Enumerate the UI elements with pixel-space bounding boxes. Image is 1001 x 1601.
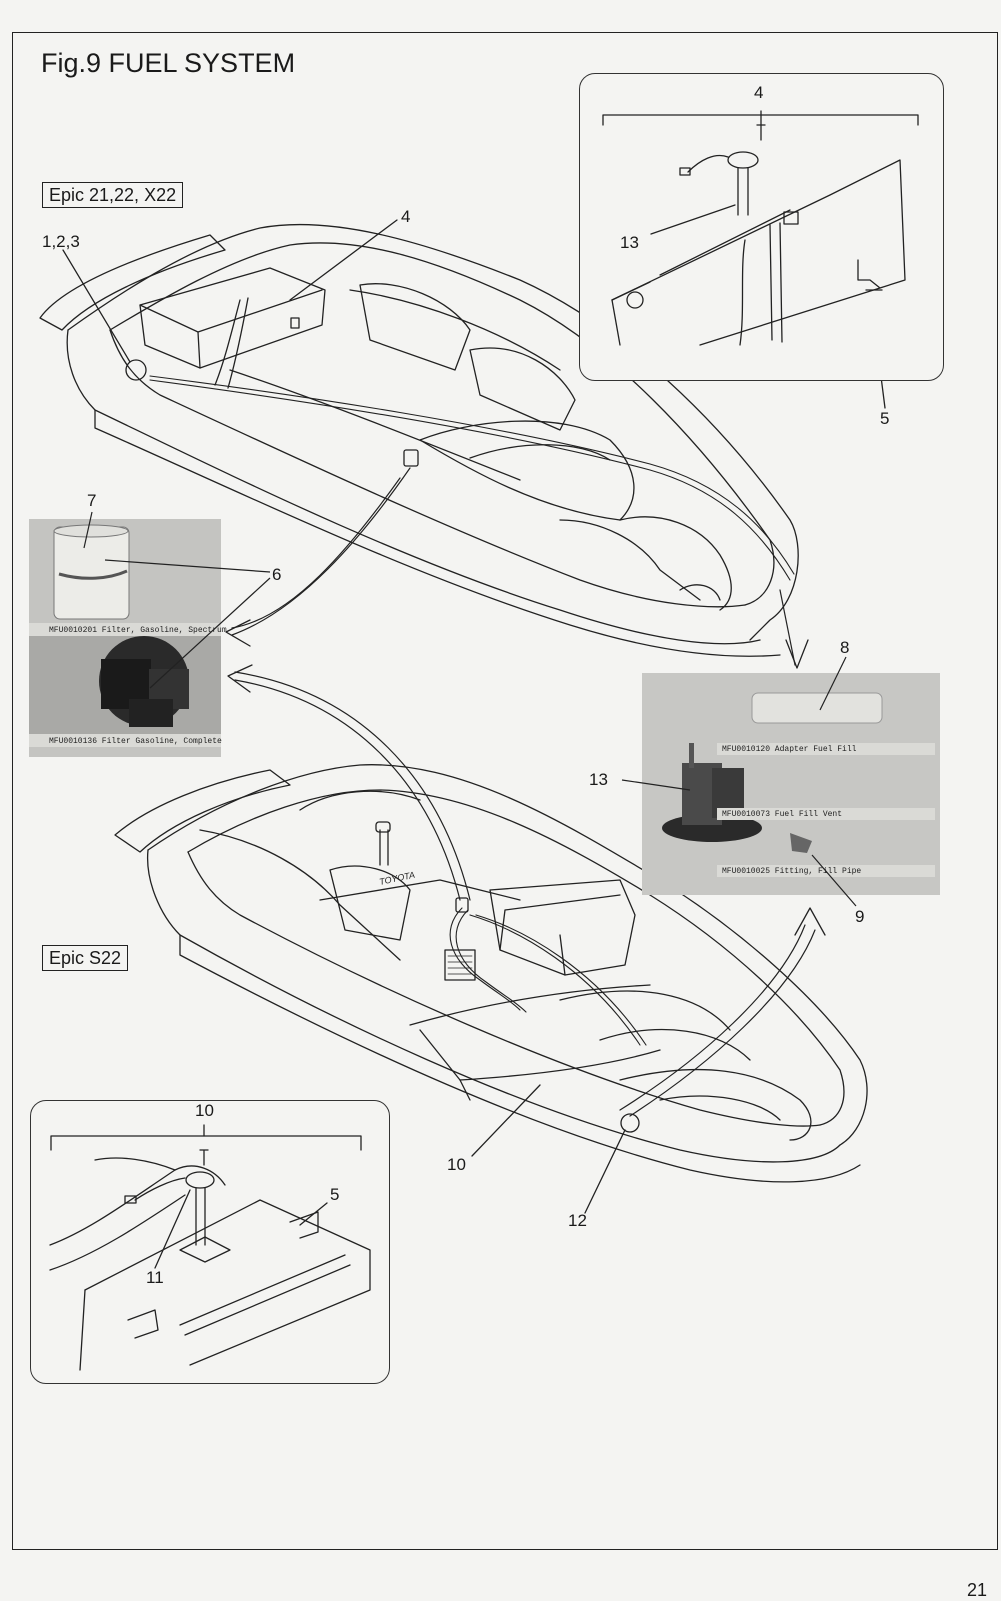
callout-9: 9 [855,907,865,926]
callout-5-inset: 5 [880,409,890,428]
callout-10-inset: 10 [195,1101,214,1120]
callout-13-photo: 13 [589,770,608,789]
fitting-caption-bottom: MFU0010025 Fitting, Fill Pipe [722,867,862,876]
fitting-caption-top: MFU0010120 Adapter Fuel Fill [722,745,857,754]
callout-1-2-3: 1,2,3 [42,232,80,251]
callout-12: 12 [568,1211,587,1230]
lower-boat-drawing [114,764,868,1183]
callout-5-bottom-inset: 5 [330,1185,340,1204]
fitting-caption-mid: MFU0010073 Fuel Fill Vent [722,810,843,819]
filter-photo-art [29,519,221,757]
model-label-lower: Epic S22 [42,945,129,971]
page-number: 21 [966,1580,987,1600]
callout-13-inset: 13 [620,233,639,252]
callout-4-upper: 4 [401,207,411,226]
callout-6: 6 [272,565,282,584]
filter-caption-bottom: MFU0010136 Filter Gasoline, Complete [49,737,222,746]
callout-8: 8 [840,638,850,657]
figure-frame [12,32,998,1550]
model-label-upper: Epic 21,22, X22 [42,182,184,208]
upper-boat-drawing [39,223,799,657]
callout-10-lower: 10 [447,1155,466,1174]
bottom-inset-panel [30,1100,390,1384]
leader-10-lower [471,1084,541,1157]
callout-11: 11 [146,1268,164,1287]
leader-4-upper [289,219,398,301]
leader-1-2-3 [62,249,131,363]
callout-7: 7 [87,491,97,510]
top-inset-panel [579,73,944,381]
figure-title: Fig.9 FUEL SYSTEM [41,48,296,78]
filter-caption-top: MFU0010201 Filter, Gasoline, Spectrum [49,626,227,635]
callout-4-inset: 4 [754,83,764,102]
filter-photo-panel: MFU0010201 Filter, Gasoline, Spectrum MF… [29,519,227,757]
fitting-photo-art [642,673,940,895]
leader-12 [584,1129,626,1214]
fitting-photo-panel: MFU0010120 Adapter Fuel Fill MFU0010073 … [642,673,940,895]
